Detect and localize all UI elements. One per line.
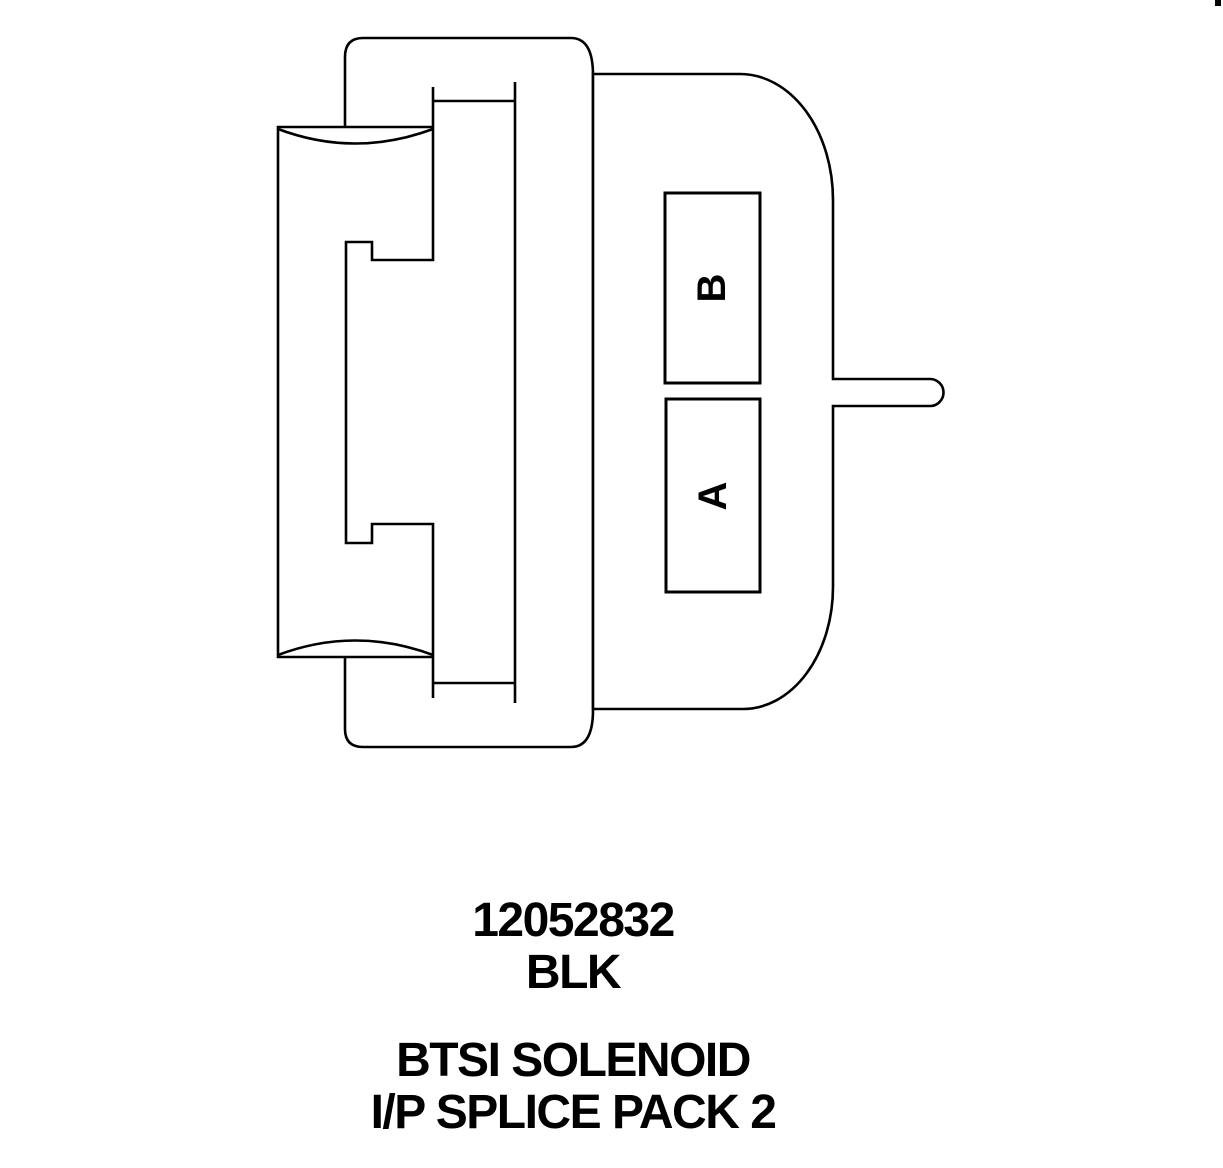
mating-face-outline <box>591 72 945 711</box>
terminal-cavity-a <box>664 397 762 594</box>
connector-title-line2: I/P SPLICE PACK 2 <box>371 1086 776 1139</box>
terminal-cavity-b <box>663 191 762 385</box>
terminal-label-b: B <box>690 274 734 303</box>
cylinder-end-arc-top <box>277 127 434 145</box>
connector-title-line1: BTSI SOLENOID <box>396 1034 750 1087</box>
part-number-text: 12052832 <box>472 894 674 947</box>
color-code-text: BLK <box>526 946 622 999</box>
cylinder-end-arc-bottom <box>277 639 434 657</box>
terminal-label-a: A <box>691 482 735 511</box>
wire-seal-cylinder-outline <box>276 125 433 659</box>
wire-seal-cylinder-fill <box>278 127 433 657</box>
corner-artifact-mark <box>1215 0 1221 6</box>
latch-arm <box>344 87 435 698</box>
